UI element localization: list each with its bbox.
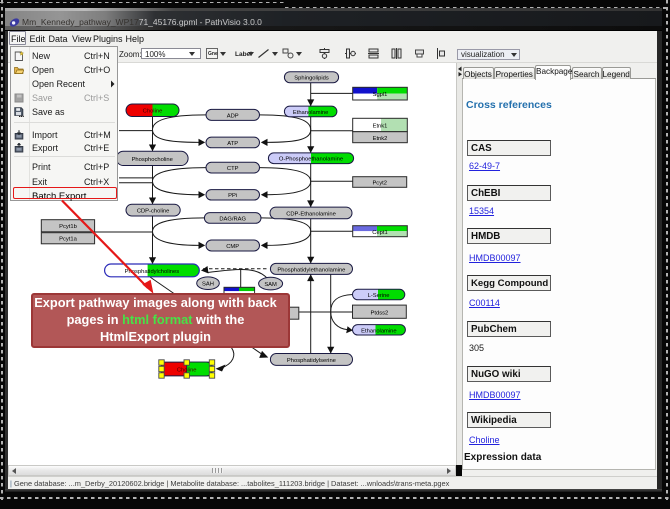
svg-text:Pcyt1a: Pcyt1a xyxy=(59,237,77,243)
svg-text:Phosphatidylserine: Phosphatidylserine xyxy=(287,358,336,364)
svg-text:Phosphatidylethanolamine: Phosphatidylethanolamine xyxy=(277,267,345,273)
svg-text:Ethanolamine: Ethanolamine xyxy=(361,328,396,334)
svg-text:Ethanolamine: Ethanolamine xyxy=(293,110,328,116)
svg-text:Cept1: Cept1 xyxy=(372,230,387,236)
svg-text:CDP-choline: CDP-choline xyxy=(137,209,170,215)
svg-text:Pcyt2: Pcyt2 xyxy=(372,181,387,187)
svg-text:L-Serine: L-Serine xyxy=(368,293,390,299)
svg-text:SAM: SAM xyxy=(264,282,277,288)
svg-text:Phosphocholine: Phosphocholine xyxy=(132,157,173,163)
svg-text:Ptdss2: Ptdss2 xyxy=(371,310,389,316)
svg-text:O-Phosphoethanolamine: O-Phosphoethanolamine xyxy=(279,157,343,163)
svg-text:CMP: CMP xyxy=(226,244,239,250)
svg-text:Choline: Choline xyxy=(177,368,197,374)
svg-text:DAG/RAG: DAG/RAG xyxy=(219,216,246,222)
svg-text:Etnk1: Etnk1 xyxy=(373,124,388,130)
svg-text:ADP: ADP xyxy=(227,113,239,119)
svg-text:Choline: Choline xyxy=(143,109,163,115)
svg-text:Etnk2: Etnk2 xyxy=(373,136,388,142)
svg-text:Sgpl1: Sgpl1 xyxy=(373,92,388,98)
svg-text:Sphingolipids: Sphingolipids xyxy=(294,76,329,82)
svg-text:ATP: ATP xyxy=(227,141,238,147)
svg-text:PPi: PPi xyxy=(228,193,237,199)
svg-text:SAH: SAH xyxy=(202,282,214,288)
svg-text:CDP-Ethanolamine: CDP-Ethanolamine xyxy=(286,211,336,217)
svg-text:Phosphatidylcholines: Phosphatidylcholines xyxy=(125,269,180,275)
svg-text:CTP: CTP xyxy=(227,166,239,172)
svg-text:Pcyt1b: Pcyt1b xyxy=(59,224,77,230)
